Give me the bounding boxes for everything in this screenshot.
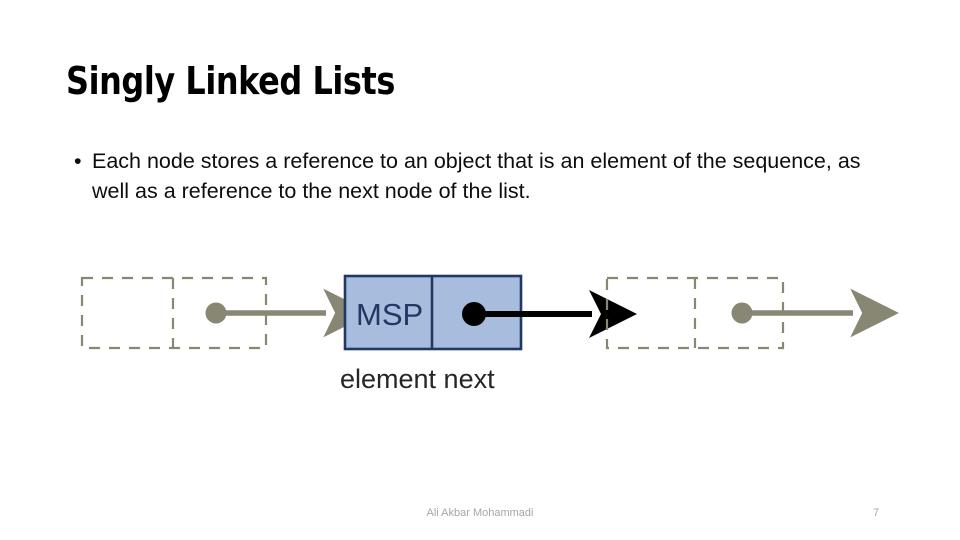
right-placeholder-outline — [605, 276, 785, 350]
next-pointer-arrow — [462, 290, 637, 338]
footer-author: Ali Akbar Mohammadi — [426, 507, 534, 519]
bullet-marker-icon: • — [74, 149, 82, 173]
right-placeholder-node — [605, 276, 785, 350]
right-pointer-dot — [731, 302, 753, 324]
msp-node-box — [343, 274, 523, 351]
right-pointer-arrow — [731, 288, 899, 338]
msp-node-label: MSP — [356, 297, 423, 332]
body-content: • Each node stores a reference to an obj… — [66, 146, 896, 206]
bullet-text: Each node stores a reference to an objec… — [92, 149, 861, 203]
left-pointer-arrow — [205, 288, 372, 338]
next-pointer-dot — [462, 302, 486, 326]
diagram-caption: element next — [340, 364, 495, 394]
msp-node: MSP — [343, 274, 523, 351]
left-placeholder-node — [80, 276, 268, 350]
left-pointer-dot — [205, 302, 227, 324]
page-title: Singly Linked Lists — [66, 59, 395, 103]
footer-page-number: 7 — [872, 507, 880, 519]
left-placeholder-outline — [80, 276, 268, 350]
list-item: • Each node stores a reference to an obj… — [66, 146, 896, 206]
